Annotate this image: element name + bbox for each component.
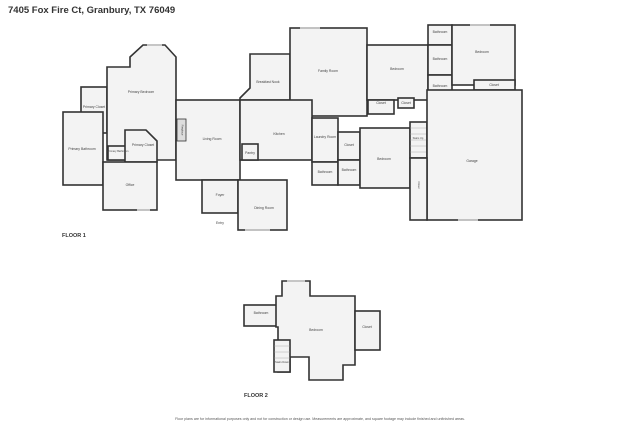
label-f2-bedroom: Bedroom xyxy=(309,328,323,332)
label-bedroom-center: Bedroom xyxy=(377,157,391,161)
room-f2-bedroom xyxy=(275,280,356,381)
room-bathroom-c xyxy=(427,24,453,46)
room-primary-bathroom xyxy=(62,111,104,186)
label-closet-north-a: Closet xyxy=(376,101,386,105)
room-bathroom-b xyxy=(337,159,361,186)
room-office xyxy=(102,161,158,211)
room-f2-stairs xyxy=(273,339,291,373)
label-closet-laundry: Closet xyxy=(344,143,354,147)
room-f2-bathroom xyxy=(243,304,279,327)
label-closet-ne: Closet xyxy=(489,83,499,87)
room-pantry xyxy=(241,143,259,161)
label-entry: Entry xyxy=(216,221,224,225)
listing-address-title: 7405 Fox Fire Ct, Granbury, TX 76049 xyxy=(8,5,176,16)
room-bedroom-ne xyxy=(451,24,516,86)
label-office: Office xyxy=(126,183,135,187)
label-garage: Garage xyxy=(466,159,477,163)
room-closet-north-a xyxy=(367,99,395,115)
label-primary-closet: Primary Closet xyxy=(83,105,105,109)
room-bedroom-north xyxy=(366,44,429,101)
label-family-room: Family Room xyxy=(318,69,338,73)
room-dining-room xyxy=(237,179,288,231)
room-foyer xyxy=(201,179,239,214)
label-foyer: Foyer xyxy=(216,193,226,197)
label-stairs-up: Stairs Up xyxy=(413,136,424,140)
label-pantry: Pantry xyxy=(245,151,255,155)
label-bathroom-e: Bathroom xyxy=(433,84,448,88)
label-primary-bathroom: Primary Bathroom xyxy=(68,147,95,151)
label-bathroom-b: Bathroom xyxy=(342,168,357,172)
label-dining-room: Dining Room xyxy=(254,206,274,210)
floor-1-plan: Primary Closet Primary Bedroom Primary B… xyxy=(62,24,523,231)
label-f2-stairs: Stairs Down xyxy=(275,360,290,364)
label-bathroom-c: Bathroom xyxy=(433,30,448,34)
room-laundry xyxy=(311,117,339,163)
label-bedroom-north: Bedroom xyxy=(390,67,404,71)
room-closet-north-b xyxy=(397,97,415,109)
room-bathroom-d xyxy=(427,44,453,76)
floor-2-plan: Bathroom Bedroom Closet Stairs Down xyxy=(243,280,381,381)
room-garage xyxy=(426,89,523,221)
label-kitchen: Kitchen xyxy=(273,132,284,136)
label-breakfast-nook: Breakfast Nook xyxy=(256,80,279,84)
disclaimer-text: Floor plans are for informational purpos… xyxy=(175,417,465,421)
floor-1-label: FLOOR 1 xyxy=(62,233,86,239)
label-f2-bathroom: Bathroom xyxy=(254,311,269,315)
label-closet-stairs: Closet xyxy=(417,181,421,189)
room-breakfast-nook xyxy=(239,53,291,101)
room-living-room xyxy=(175,99,241,181)
floor-2-label: FLOOR 2 xyxy=(244,393,268,399)
room-f2-closet xyxy=(354,310,381,351)
fireplace xyxy=(176,118,187,142)
label-bathroom-a: Bathroom xyxy=(318,170,333,174)
label-bathroom-d: Bathroom xyxy=(433,57,448,61)
room-primary-closet-2 xyxy=(124,129,158,163)
label-primary-closet-2: Primary Closet xyxy=(132,143,154,147)
label-closet-north-b: Closet xyxy=(401,101,411,105)
label-fireplace: Fireplace xyxy=(181,125,185,136)
label-bedroom-ne: Bedroom xyxy=(475,50,489,54)
label-primary-bathroom-small: Primary Bathroom xyxy=(108,149,129,153)
label-living-room: Living Room xyxy=(203,137,222,141)
label-f2-closet: Closet xyxy=(362,325,372,329)
label-primary-bedroom: Primary Bedroom xyxy=(128,90,155,94)
label-laundry: Laundry Room xyxy=(314,135,336,139)
